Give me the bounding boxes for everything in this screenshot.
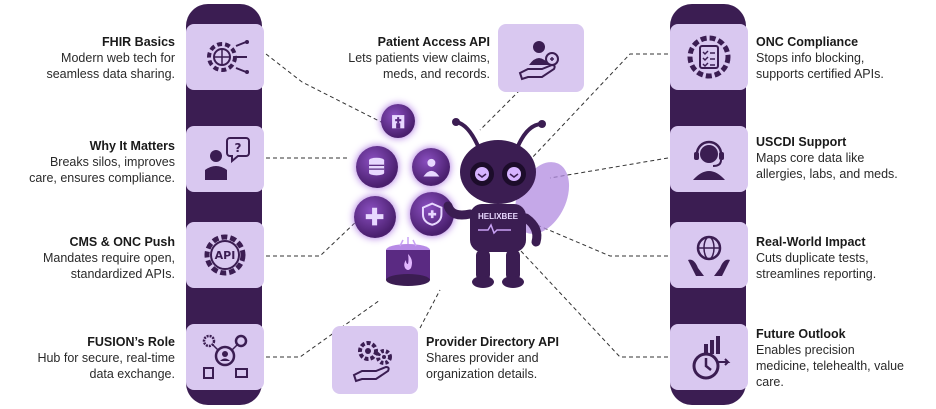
block-title: FHIR Basics [102, 35, 175, 49]
block-desc: Breaks silos, improves [49, 155, 175, 169]
globe-hands-icon [670, 222, 748, 288]
person-question-icon: ? [186, 126, 264, 192]
block-title: USCDI Support [756, 135, 847, 149]
provider-directory-api-block: Provider Directory API Shares provider a… [426, 334, 596, 382]
block-desc: Hub for secure, real-time [37, 351, 175, 365]
database-orb [356, 146, 398, 188]
svg-text:?: ? [235, 141, 242, 155]
block-desc: Maps core data like [756, 151, 865, 165]
hub-network-icon [186, 324, 264, 390]
block-title: FUSION’s Role [87, 335, 175, 349]
helixbee-mascot: HELIXBEE [443, 118, 570, 288]
hospital-orb [381, 104, 415, 138]
block-desc: meds, and records. [383, 67, 490, 81]
onc-compliance-block: ONC Compliance Stops info blocking, supp… [756, 34, 926, 82]
block-desc: Enables precision [756, 343, 855, 357]
block-title: CMS & ONC Push [69, 235, 175, 249]
gear-globe-icon [186, 24, 264, 90]
block-desc: Lets patients view claims, [348, 51, 490, 65]
hand-user-icon [498, 24, 584, 92]
block-desc: supports certified APIs. [756, 67, 884, 81]
block-desc: streamlines reporting. [756, 267, 877, 281]
block-desc: allergies, labs, and meds. [756, 167, 898, 181]
doctor-orb [412, 148, 450, 186]
block-title: Real-World Impact [756, 235, 866, 249]
block-desc: care, ensures compliance. [29, 171, 175, 185]
block-desc: standardized APIs. [70, 267, 175, 281]
block-title: Provider Directory API [426, 335, 559, 349]
real-world-impact-block: Real-World Impact Cuts duplicate tests, … [756, 234, 926, 282]
fhir-basics-block: FHIR Basics Modern web tech for seamless… [20, 34, 175, 82]
block-desc: organization details. [426, 367, 538, 381]
block-title: Future Outlook [756, 327, 846, 341]
block-desc: data exchange. [89, 367, 176, 381]
block-desc: Stops info blocking, [756, 51, 865, 65]
fusion-role-block: FUSION’s Role Hub for secure, real-time … [20, 334, 175, 382]
cms-onc-push-block: CMS & ONC Push Mandates require open, st… [20, 234, 175, 282]
block-title: Why It Matters [89, 139, 175, 153]
shield-orb [410, 192, 454, 236]
fire-pedestal [386, 237, 430, 286]
block-desc: Shares provider and [426, 351, 539, 365]
patient-access-api-block: Patient Access API Lets patients view cl… [330, 34, 490, 82]
clock-chart-icon [670, 324, 748, 390]
block-desc: Modern web tech for [61, 51, 175, 65]
block-title: ONC Compliance [756, 35, 859, 49]
headset-agent-icon [670, 126, 748, 192]
api-gear-icon: API [186, 222, 264, 288]
medical-cross-orb [354, 196, 396, 238]
block-title: Patient Access API [377, 35, 490, 49]
mascot-label: HELIXBEE [478, 212, 519, 221]
block-desc: Mandates require open, [42, 251, 175, 265]
future-outlook-block: Future Outlook Enables precision medicin… [756, 326, 931, 390]
block-desc: Cuts duplicate tests, [756, 251, 869, 265]
block-desc: seamless data sharing. [46, 67, 175, 81]
block-desc: medicine, telehealth, value [756, 359, 905, 373]
gears-hand-icon [332, 326, 418, 394]
block-desc: care. [756, 375, 784, 389]
svg-text:API: API [215, 249, 236, 262]
uscdi-support-block: USCDI Support Maps core data like allerg… [756, 134, 926, 182]
gear-checklist-icon [670, 24, 748, 90]
why-it-matters-block: Why It Matters Breaks silos, improves ca… [20, 138, 175, 186]
